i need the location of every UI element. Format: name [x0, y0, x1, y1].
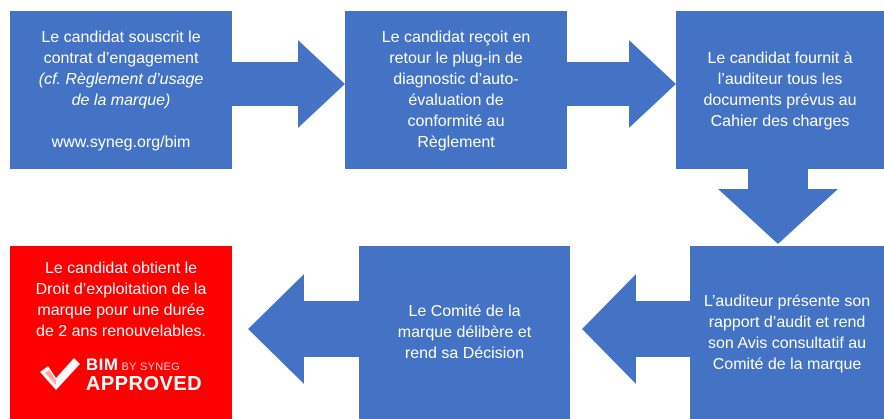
step-4-line-4: Comité de la marque — [712, 355, 862, 373]
step-5-line-2: marque délibère et — [397, 324, 532, 341]
step-2-line-2: retour le plug-in de — [389, 50, 523, 67]
badge-approved-text: APPROVED — [85, 373, 203, 395]
step-5-line-1: Le Comité de la — [408, 303, 521, 320]
arrow-left-2 — [248, 274, 359, 384]
step-1-box: Le candidat souscrit le contrat d’engage… — [10, 11, 232, 169]
step-4-line-1: L’auditeur présente son — [703, 292, 871, 310]
step-5-line-3: rend sa Décision — [404, 345, 525, 362]
badge-bim-text: BIM — [85, 355, 119, 374]
step-2-line-1: Le candidat reçoit en — [381, 29, 531, 46]
step-6-line-3: marque pour une durée — [37, 302, 205, 319]
step-4-line-3: son Avis consultatif au — [707, 334, 867, 352]
step-6-box-final: Le candidat obtient le Droit d’exploitat… — [10, 246, 232, 419]
step-1-line-2: contrat d’engagement — [43, 50, 199, 67]
step-4-line-2: rapport d’audit et rend — [708, 313, 866, 331]
step-3-box: Le candidat fournit à l’auditeur tous le… — [676, 11, 884, 169]
step-2-line-4: évaluation de — [408, 92, 504, 109]
badge-by-syneg-text: BY SYNEG — [121, 361, 180, 373]
step-5-box: Le Comité de la marque délibère et rend … — [359, 246, 570, 419]
step-3-line-2: l’auditeur tous les — [717, 71, 843, 88]
arrow-down — [718, 169, 838, 244]
step-1-italic-line-1: (cf. Règlement d’usage — [38, 71, 204, 88]
badge-top-row: BIM BY SYNEG — [86, 356, 180, 373]
step-3-line-1: Le candidat fournit à — [707, 50, 853, 67]
step-3-line-3: documents prévus au — [703, 92, 857, 109]
step-6-line-2: Droit d’exploitation de la — [35, 281, 207, 298]
arrow-right-1 — [232, 40, 345, 128]
badge-text: BIM BY SYNEG APPROVED — [86, 356, 202, 394]
step-2-line-6: Règlement — [417, 134, 495, 151]
step-1-italic-line-2: de la marque) — [71, 92, 171, 109]
step-4-box: L’auditeur présente son rapport d’audit … — [690, 246, 884, 419]
checkmark-logo-icon — [39, 358, 80, 390]
step-2-line-3: diagnostic d’auto- — [393, 71, 519, 88]
bim-approved-badge: BIM BY SYNEG APPROVED — [39, 356, 202, 394]
step-3-line-4: Cahier des charges — [710, 113, 850, 130]
step-2-box: Le candidat reçoit en retour le plug-in … — [345, 11, 567, 169]
step-2-line-5: conformité au — [407, 113, 505, 130]
step-1-line-1: Le candidat souscrit le — [41, 29, 201, 46]
arrow-right-2 — [567, 40, 676, 128]
step-6-line-1: Le candidat obtient le — [44, 260, 198, 277]
step-1-url: www.syneg.org/bim — [51, 134, 191, 151]
step-6-line-4: de 2 ans renouvelables. — [36, 323, 206, 340]
arrow-left-1 — [582, 274, 690, 384]
